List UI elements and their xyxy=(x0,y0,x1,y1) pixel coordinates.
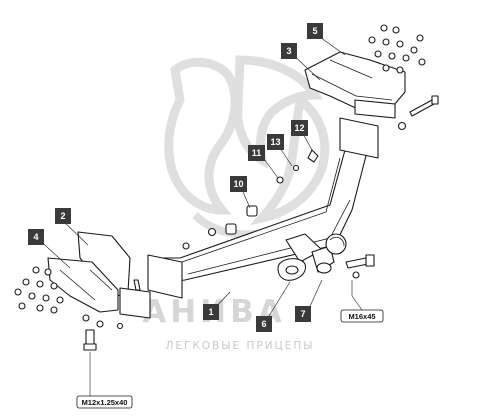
bolt-set-top-right xyxy=(368,24,426,74)
callout-3: 3 xyxy=(281,43,297,59)
left-bracket xyxy=(47,231,151,319)
callout-10-label: 10 xyxy=(233,179,243,189)
callout-3-label: 3 xyxy=(286,46,291,56)
bolts-center xyxy=(82,149,319,330)
callout-1: 1 xyxy=(203,304,219,320)
callout-7-label: 7 xyxy=(300,309,305,319)
spec-box-m16x45: M16x45 xyxy=(340,309,384,323)
callout-2-label: 2 xyxy=(60,211,65,221)
callout-5: 5 xyxy=(307,23,323,39)
spec-m12-text: M12x1.25x40 xyxy=(82,398,128,407)
callout-4-label: 4 xyxy=(33,232,38,242)
bolt-m12 xyxy=(83,329,97,351)
callout-11: 11 xyxy=(248,145,265,161)
bolt-set-left xyxy=(14,266,64,314)
ball-mount xyxy=(277,233,347,281)
callout-2: 2 xyxy=(55,208,71,224)
callout-13: 13 xyxy=(267,134,284,150)
bolt-right-crossbar xyxy=(397,95,439,131)
callout-6: 6 xyxy=(256,316,272,332)
callout-5-label: 5 xyxy=(312,26,317,36)
callout-11-label: 11 xyxy=(252,148,262,158)
right-bracket xyxy=(304,51,406,119)
callout-12: 12 xyxy=(291,120,308,136)
spec-m16x45-text: M16x45 xyxy=(348,312,375,321)
spec-m16-leader xyxy=(351,295,363,311)
callout-7: 7 xyxy=(295,306,311,322)
callout-13-label: 13 xyxy=(270,137,280,147)
callout-1-label: 1 xyxy=(208,307,213,317)
fasteners xyxy=(14,24,439,351)
callout-12-label: 12 xyxy=(294,123,304,133)
bolt-m16 xyxy=(345,254,375,279)
callout-10: 10 xyxy=(230,176,247,192)
watermark-subtitle: ЛЕГКОВЫЕ ПРИЦЕПЫ xyxy=(165,340,314,352)
callout-6-label: 6 xyxy=(261,319,266,329)
callout-4: 4 xyxy=(28,229,44,245)
spec-box-m12x1-25x40: M12x1.25x40 xyxy=(76,395,133,409)
